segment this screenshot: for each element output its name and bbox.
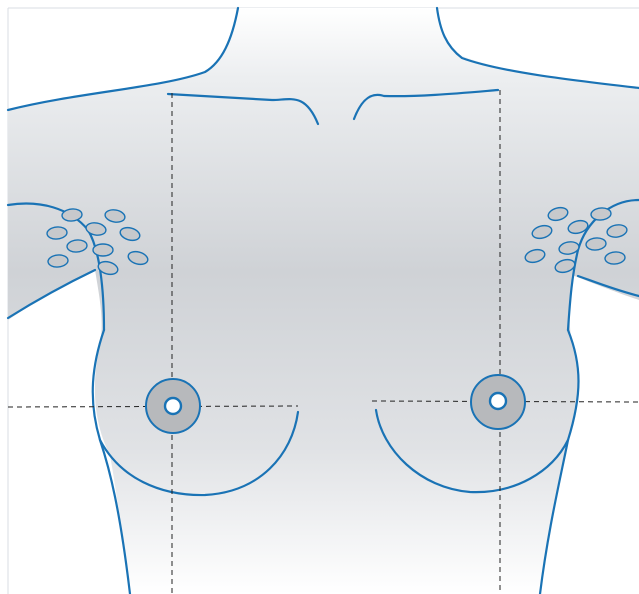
right-nipple: [490, 393, 506, 409]
lymph-node-icon: [93, 244, 113, 256]
left-nipple: [165, 398, 181, 414]
